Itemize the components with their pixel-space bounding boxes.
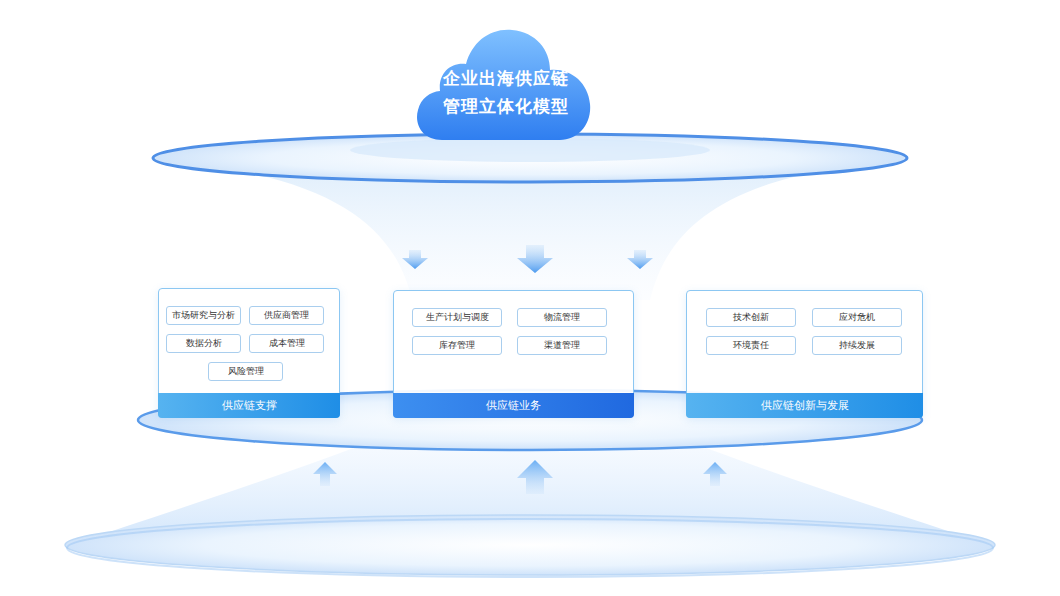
- function-box: 环境责任: [706, 336, 796, 355]
- function-box: 市场研究与分析: [166, 306, 241, 325]
- function-label: 应对危机: [839, 309, 875, 326]
- function-label: 市场研究与分析: [172, 307, 235, 324]
- top-disc: [153, 134, 907, 182]
- base-disc-rim: [67, 519, 993, 577]
- panel-heading: 供应链支撑: [158, 393, 340, 418]
- base-disc: [65, 515, 995, 575]
- function-box: 供应商管理: [249, 306, 324, 325]
- function-box: 数据分析: [166, 334, 241, 353]
- function-label: 风险管理: [228, 363, 264, 380]
- function-box: 物流管理: [517, 308, 607, 327]
- layer-panel: 供应链创新与发展 技术创新 应对危机环境责任 持续发展: [686, 290, 923, 418]
- function-label: 技术创新: [733, 309, 769, 326]
- function-label: 环境责任: [733, 337, 769, 354]
- function-box: 持续发展: [812, 336, 902, 355]
- top-disc-glow: [350, 138, 710, 162]
- down-arrow: [627, 250, 653, 269]
- title-cloud: 企业出海供应链 管理立体化模型: [412, 22, 596, 146]
- function-label: 供应商管理: [264, 307, 309, 324]
- panel-heading: 供应链业务: [393, 393, 634, 418]
- function-box: 风险管理: [208, 362, 283, 381]
- layer-panel: 供应链业务 生产计划与调度 物流管理库存管理 渠道管理: [393, 290, 634, 418]
- up-arrow: [517, 460, 553, 494]
- layer-panel: 供应链支撑 市场研究与分析 供应商管理数据分析 成本管理风险管理: [158, 288, 340, 418]
- middle-disc: [138, 390, 922, 450]
- down-arrow: [517, 245, 553, 273]
- up-arrow: [313, 462, 337, 486]
- function-box: 技术创新: [706, 308, 796, 327]
- function-label: 持续发展: [839, 337, 875, 354]
- function-box: 应对危机: [812, 308, 902, 327]
- function-box: 生产计划与调度: [412, 308, 502, 327]
- function-label: 物流管理: [544, 309, 580, 326]
- panel-heading: 供应链创新与发展: [686, 393, 923, 418]
- function-label: 数据分析: [186, 335, 222, 352]
- function-label: 成本管理: [269, 335, 305, 352]
- down-arrow: [402, 250, 428, 269]
- function-label: 生产计划与调度: [426, 309, 489, 326]
- function-box: 成本管理: [249, 334, 324, 353]
- function-label: 渠道管理: [544, 337, 580, 354]
- up-arrow: [703, 462, 727, 486]
- function-box: 库存管理: [412, 336, 502, 355]
- diagram-title: 企业出海供应链 管理立体化模型: [438, 64, 574, 120]
- function-box: 渠道管理: [517, 336, 607, 355]
- function-label: 库存管理: [439, 337, 475, 354]
- cloud-outline: [417, 30, 590, 140]
